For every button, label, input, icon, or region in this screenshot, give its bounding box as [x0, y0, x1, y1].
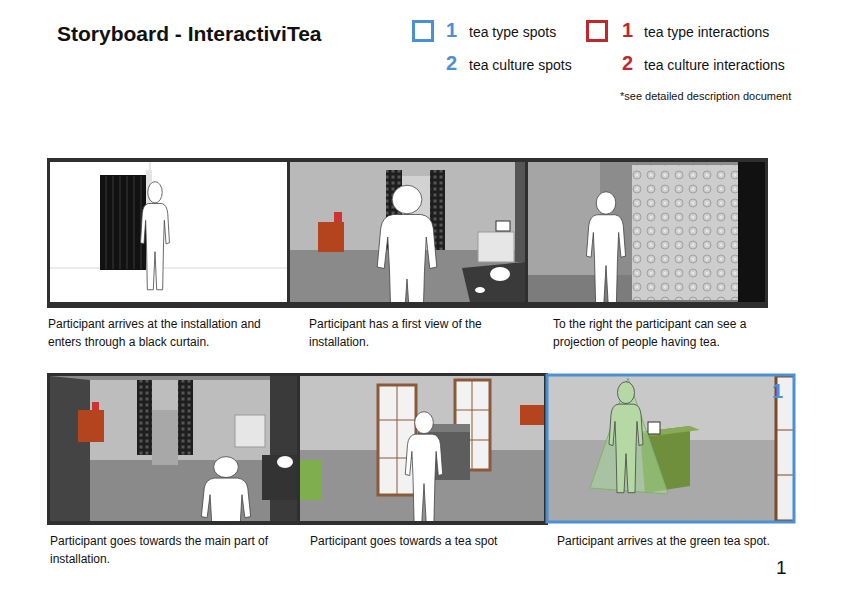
legend-holder: tea culture spots — [469, 57, 572, 73]
legend-number: 2 — [446, 52, 457, 75]
panel-scene — [290, 162, 525, 302]
row-frame — [47, 373, 548, 525]
page-number: 1 — [776, 557, 787, 579]
text-holder: Participant goes towards the main part o… — [50, 532, 290, 568]
legend-holder: tea type spots — [469, 24, 556, 40]
footnote: *see detailed description document — [620, 90, 791, 102]
storyboard-panel: Participant has a first view of the inst… — [290, 162, 525, 302]
text-holder: 1 — [772, 380, 783, 403]
panel-caption: Participant has a first view of the inst… — [309, 315, 525, 351]
title-holder: Storyboard - InteractiviTea — [57, 22, 322, 46]
legend-text: tea culture interactions — [644, 57, 785, 73]
legend-holder: tea type interactions — [644, 24, 769, 40]
storyboard-panel: Participant arrives at the installation … — [50, 162, 287, 302]
legend-number: 2 — [622, 52, 633, 75]
label-holder: *see detailed description document — [620, 90, 791, 102]
highlight-border — [547, 375, 794, 522]
label-holder: 1 — [622, 19, 633, 42]
panel-caption: To the right the participant can see a p… — [553, 315, 788, 351]
storyboard-panel: 1Participant arrives at the green tea sp… — [548, 376, 793, 521]
panel-scene — [50, 162, 287, 302]
text-holder: Participant goes towards a tea spot — [310, 532, 540, 550]
label-holder: 2 — [622, 52, 633, 75]
storyboard-panel: Participant goes towards a tea spot — [300, 376, 544, 521]
text-holder: Participant arrives at the green tea spo… — [557, 532, 787, 550]
label-holder: 1 — [446, 19, 457, 42]
legend-swatch — [412, 20, 434, 42]
panel-caption: Participant arrives at the green tea spo… — [557, 532, 787, 550]
panel-scene — [548, 376, 793, 521]
storyboard-panel: To the right the participant can see a p… — [528, 162, 765, 302]
text-holder: Participant has a first view of the inst… — [309, 315, 525, 351]
legend-holder: tea culture interactions — [644, 57, 785, 73]
text-holder: To the right the participant can see a p… — [553, 315, 788, 351]
callout-number: 1 — [772, 380, 783, 403]
panel-scene — [528, 162, 765, 302]
label-holder: 1 — [776, 557, 787, 579]
text-holder: Participant arrives at the installation … — [48, 315, 288, 351]
legend-swatch — [586, 20, 608, 42]
panel-caption: Participant goes towards the main part o… — [50, 532, 290, 568]
label-holder: 2 — [446, 52, 457, 75]
panel-caption: Participant goes towards a tea spot — [310, 532, 540, 550]
legend-text: tea type spots — [469, 24, 556, 40]
panel-scene — [300, 376, 544, 521]
legend-text: tea type interactions — [644, 24, 769, 40]
legend-number: 1 — [446, 19, 457, 42]
storyboard-panel: Participant goes towards the main part o… — [50, 376, 297, 521]
legend-number: 1 — [622, 19, 633, 42]
panel-caption: Participant arrives at the installation … — [48, 315, 288, 351]
storyboard-title: Storyboard - InteractiviTea — [57, 22, 322, 46]
panel-scene — [50, 376, 297, 521]
legend-text: tea culture spots — [469, 57, 572, 73]
